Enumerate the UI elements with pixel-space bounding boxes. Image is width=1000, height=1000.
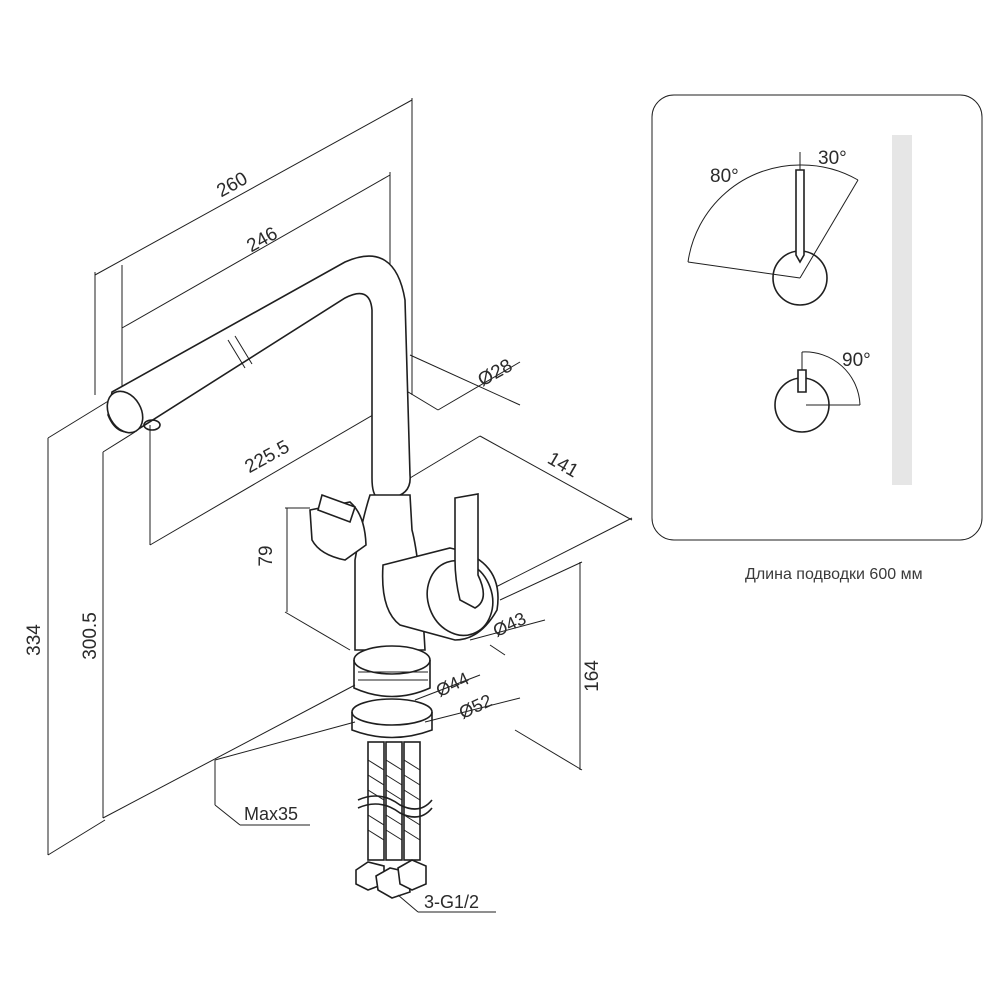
dim-g12-label: 3-G1/2 (424, 892, 479, 912)
dim-44-label: Ø44 (433, 668, 472, 701)
dim-164-label: 164 (582, 660, 603, 692)
dim-334-label: 334 (24, 624, 45, 656)
dim-28-label: Ø28 (475, 355, 517, 391)
dimension-164: 164 (499, 561, 603, 771)
dimension-334: 334 (24, 399, 111, 856)
dim-141-label: 141 (544, 448, 582, 482)
dimension-max35: Max35 (214, 721, 356, 826)
panel-side-bar (892, 135, 912, 485)
dimension-300: 300.5 (80, 431, 356, 819)
angle-90-label: 90° (842, 350, 871, 371)
faucet-body (106, 255, 499, 899)
dimension-connection: 3-G1/2 (397, 892, 496, 913)
supply-hoses (357, 741, 433, 861)
rotation-panel: 80° 30° 90° (651, 94, 983, 541)
dimension-79: 79 (256, 507, 351, 651)
dim-260-label: 260 (213, 168, 251, 202)
lever-rotation-diagram: 80° 30° (687, 148, 859, 306)
hose-length-caption: Длина подводки 600 мм (745, 566, 923, 583)
angle-30-label: 30° (818, 148, 847, 169)
dim-246-label: 246 (243, 223, 281, 257)
dim-79-label: 79 (256, 545, 277, 566)
filter-rotation-diagram: 90° (774, 350, 871, 433)
dim-300-label: 300.5 (80, 612, 101, 660)
dim-52-label: Ø52 (456, 690, 495, 723)
dim-max35-label: Max35 (244, 804, 298, 824)
angle-80-label: 80° (710, 166, 739, 187)
dim-225-label: 225.5 (241, 436, 293, 477)
